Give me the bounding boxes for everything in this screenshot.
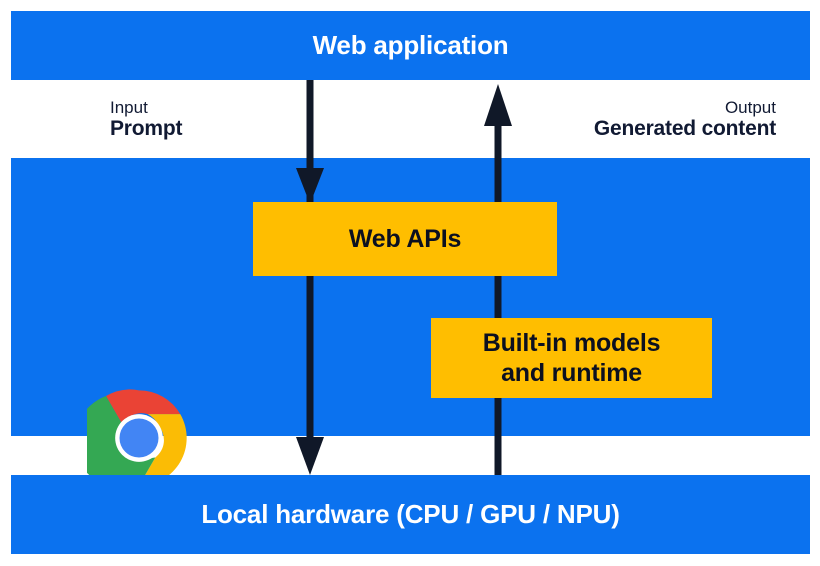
box-builtin-models-label: Built-in models and runtime bbox=[483, 328, 661, 389]
flow-input-kind: Input bbox=[110, 98, 148, 117]
flow-output-kind: Output bbox=[724, 98, 776, 117]
arrow-up-icon bbox=[484, 84, 512, 477]
band-local-hardware-label: Local hardware (CPU / GPU / NPU) bbox=[201, 499, 620, 529]
flow-output-label-group: Output Generated content bbox=[594, 98, 776, 141]
box-web-apis[interactable]: Web APIs bbox=[253, 202, 557, 276]
flow-input-label-group: Input Prompt bbox=[110, 98, 183, 141]
band-web-application: Web application bbox=[11, 11, 810, 80]
flow-output-value: Generated content bbox=[593, 117, 776, 141]
flow-input-value: Prompt bbox=[110, 117, 183, 141]
box-builtin-models-line2: and runtime bbox=[501, 359, 642, 387]
chrome-logo-icon bbox=[86, 389, 187, 489]
band-web-application-label: Web application bbox=[312, 30, 509, 60]
arrow-down-icon bbox=[296, 80, 324, 475]
box-builtin-models-line1: Built-in models bbox=[482, 328, 661, 357]
box-web-apis-label: Web APIs bbox=[348, 224, 462, 253]
box-builtin-models[interactable]: Built-in models and runtime bbox=[431, 318, 712, 398]
band-local-hardware: Local hardware (CPU / GPU / NPU) bbox=[11, 475, 810, 554]
